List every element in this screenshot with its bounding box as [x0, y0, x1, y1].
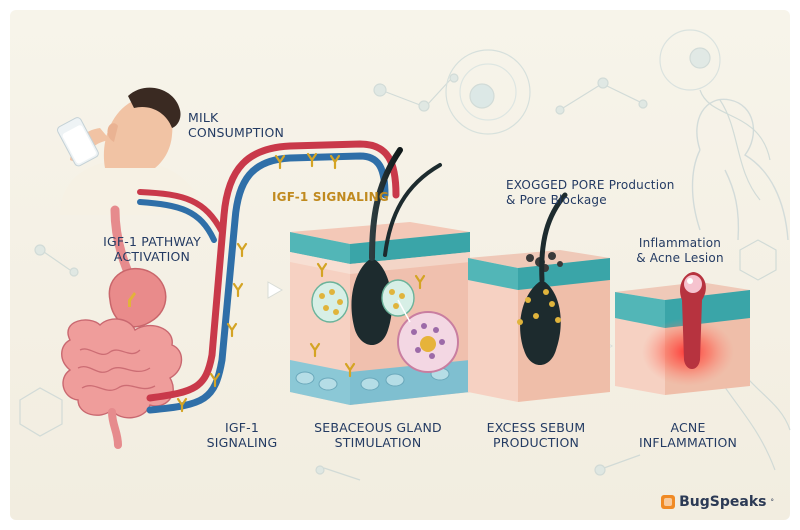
background-molecules [19, 29, 791, 481]
blood-vessels [137, 140, 400, 414]
label-sebaceous-gland-stimulation: SEBACEOUS GLAND STIMULATION [314, 420, 442, 450]
digestive-system [61, 205, 183, 449]
label-milk-consumption: MILK CONSUMPTION [188, 110, 285, 140]
brand-mark-icon [661, 495, 676, 509]
label-excess-sebum-production: EXCESS SEBUM PRODUCTION [486, 420, 586, 450]
label-inflammation-lesion: Inflammation & Acne Lesion [636, 236, 724, 265]
brand-name: BugSpeaks [679, 494, 767, 510]
label-pore-blockage: EXOGGED PORE Production & Pore Blockage [506, 178, 675, 207]
receptor-stomach [128, 292, 136, 307]
label-igf1-signaling-bottom: IGF-1 SIGNALING [206, 420, 278, 450]
brand-logo: BugSpeaks ° [661, 494, 774, 510]
label-igf1-pathway-activation: IGF-1 PATHWAY ACTIVATION [103, 234, 201, 264]
label-igf1-signaling-top: IGF-1 SIGNALING [272, 190, 389, 204]
label-acne-inflammation: ACNE INFLAMMATION [638, 420, 738, 450]
brand-registered-mark: ° [770, 498, 775, 506]
person-drinking-milk [57, 87, 205, 215]
sebaceous-gland-block [290, 147, 470, 405]
body-outline [691, 98, 789, 241]
igf1-molecules [176, 152, 341, 413]
acne-inflammation-block [615, 272, 750, 395]
pore-blockage-block [468, 192, 610, 402]
